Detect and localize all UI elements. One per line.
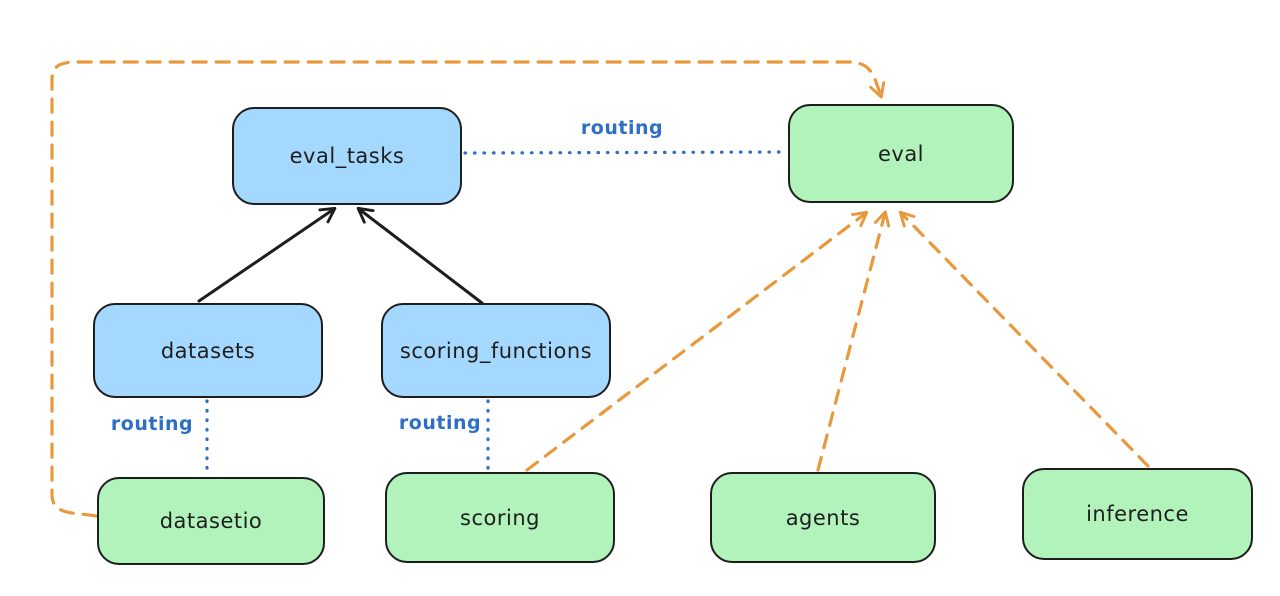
node-inference-label: inference — [1086, 502, 1189, 526]
node-scoring: scoring — [385, 472, 615, 563]
node-scoring-functions: scoring_functions — [381, 303, 611, 398]
node-datasets: datasets — [93, 303, 323, 398]
edge-scoring-to-eval — [525, 210, 869, 472]
routing-label-eval-tasks-eval: routing — [580, 117, 664, 139]
edge-scoring-functions-to-eval-tasks — [356, 206, 484, 305]
node-agents: agents — [710, 472, 936, 563]
edge-eval-tasks-to-eval-routing — [463, 150, 788, 155]
edge-datasets-to-eval-tasks — [197, 206, 337, 303]
edge-inference-to-eval — [898, 210, 1150, 468]
node-datasetio: datasetio — [97, 477, 325, 565]
node-datasets-label: datasets — [160, 338, 256, 363]
edge-agents-to-eval — [816, 210, 891, 472]
node-eval-label: eval — [877, 141, 925, 166]
node-agents-label: agents — [785, 505, 861, 530]
node-eval-tasks-label: eval_tasks — [289, 144, 405, 168]
node-datasetio-label: datasetio — [159, 509, 263, 533]
node-eval: eval — [788, 104, 1014, 203]
node-inference: inference — [1022, 468, 1253, 560]
node-eval-tasks: eval_tasks — [232, 107, 462, 205]
routing-label-datasets-datasetio: routing — [110, 413, 194, 435]
node-scoring-label: scoring — [460, 505, 540, 530]
node-scoring-functions-label: scoring_functions — [399, 338, 593, 363]
edge-datasetio-to-eval — [50, 60, 886, 518]
routing-label-scoring-functions-scoring: routing — [398, 412, 482, 434]
